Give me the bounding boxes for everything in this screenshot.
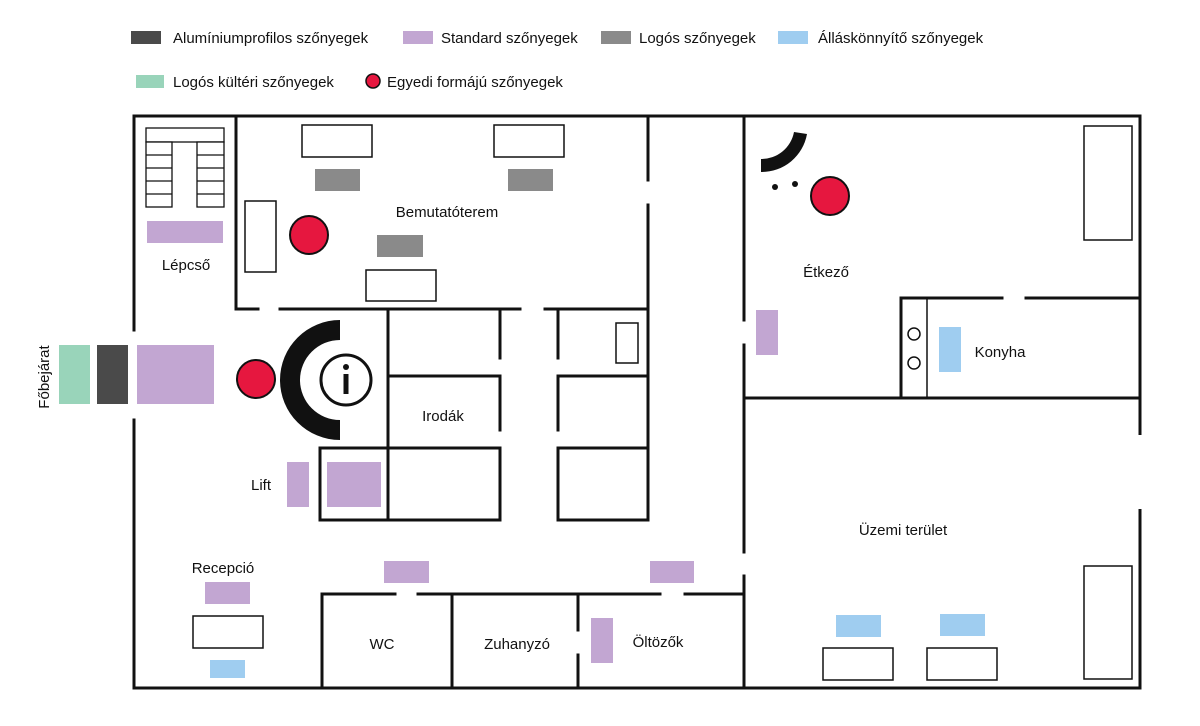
room-label-lift: Lift: [251, 477, 272, 494]
legend-label: Logós szőnyegek: [639, 30, 756, 47]
room-label-reception: Recepció: [192, 560, 255, 577]
room-label-kitchen: Konyha: [975, 344, 1027, 361]
furniture: [192, 124, 1133, 681]
room-label-offices: Irodák: [422, 408, 464, 425]
stove-burner-2: [907, 356, 921, 370]
info-desk-counter: [280, 320, 340, 440]
legend-item-standing: Álláskönnyítő szőnyegek: [778, 30, 984, 47]
legend-item-aluminium: Alumíniumprofilos szőnyegek: [131, 30, 369, 47]
legend-label: Alumíniumprofilos szőnyegek: [173, 30, 369, 47]
showroom-display-left: [244, 200, 277, 273]
room-label-shower: Zuhanyzó: [484, 636, 550, 653]
room-label-plant: Üzemi terület: [859, 521, 948, 539]
legend-item-custom: Egyedi formájú szőnyegek: [365, 73, 563, 91]
standard-mat-dining-door: [756, 310, 778, 355]
room-label-main-entrance: Főbejárat: [36, 344, 53, 408]
standing-mat-kitchen: [939, 327, 961, 372]
room-label-showroom: Bemutatóterem: [396, 204, 499, 221]
standing-mat-reception: [210, 660, 245, 678]
legend-label: Standard szőnyegek: [441, 30, 578, 47]
custom-mat-showroom: [289, 215, 329, 255]
standard-mat-entrance: [137, 345, 214, 404]
showroom-table-2: [493, 124, 565, 158]
standing-mat-workbench-2: [940, 614, 985, 636]
legend-label: Egyedi formájú szőnyegek: [387, 74, 563, 91]
legend-swatch-logo: [601, 31, 631, 44]
legend-swatch-standing: [778, 31, 808, 44]
room-label-locker: Öltözők: [633, 633, 684, 651]
showroom-table-1: [301, 124, 373, 158]
standard-mat-locker-door: [650, 561, 694, 583]
legend-item-logo: Logós szőnyegek: [601, 30, 756, 47]
stove-burner-1: [907, 327, 921, 341]
staircase: [145, 127, 225, 208]
legend-label: Logós kültéri szőnyegek: [173, 74, 334, 91]
room-labels: Lépcső Bemutatóterem Étkező Konyha Irodá…: [36, 204, 1026, 653]
outdoor-mat-entrance: [59, 345, 90, 404]
standard-mat-wc-door: [384, 561, 429, 583]
legend: Alumíniumprofilos szőnyegek Standard sző…: [131, 30, 984, 91]
legend-swatch-standard: [403, 31, 433, 44]
office-cabinet: [615, 322, 639, 364]
legend-swatch-custom: [365, 73, 381, 89]
legend-swatch-aluminium: [131, 31, 161, 44]
bar-stool: [792, 181, 798, 187]
showroom-table-3: [365, 269, 437, 302]
walls: [132, 114, 1143, 690]
workbench-1: [822, 647, 894, 681]
mats-aluminium: [97, 345, 128, 404]
standing-mat-workbench-1: [836, 615, 881, 637]
mats-custom: [236, 176, 850, 399]
info-icon: [319, 353, 373, 407]
standard-mat-lift: [327, 462, 381, 507]
bar-stool: [772, 184, 778, 190]
custom-mat-dining: [810, 176, 850, 216]
mats-logo: [315, 169, 553, 257]
legend-item-outdoor: Logós kültéri szőnyegek: [136, 74, 334, 91]
mats-standing: [210, 327, 985, 678]
mats-standard: [137, 221, 778, 663]
legend-swatch-outdoor: [136, 75, 164, 88]
aluminium-mat-entrance: [97, 345, 128, 404]
dining-bar: [761, 132, 807, 190]
logo-mat-3: [377, 235, 423, 257]
room-label-dining: Étkező: [803, 264, 849, 281]
stair-right: [196, 141, 225, 208]
stair-left: [145, 141, 173, 208]
legend-item-standard: Standard szőnyegek: [403, 30, 578, 47]
standard-mat-stairs: [147, 221, 223, 243]
custom-mat-entrance: [236, 359, 276, 399]
workbench-2: [926, 647, 998, 681]
dining-bar-counter: [761, 132, 807, 173]
standard-mat-lift-side: [287, 462, 309, 507]
logo-mat-1: [315, 169, 360, 191]
room-label-stairs: Lépcső: [162, 257, 210, 274]
stair-top: [145, 127, 225, 143]
standard-mat-locker: [591, 618, 613, 663]
info-desk: [280, 320, 373, 440]
room-label-wc: WC: [370, 636, 395, 653]
logo-mat-2: [508, 169, 553, 191]
standard-mat-reception: [205, 582, 250, 604]
outer-wall: [132, 114, 1142, 690]
bar-stool: [787, 147, 793, 153]
plant-rack: [1083, 565, 1133, 680]
legend-label: Álláskönnyítő szőnyegek: [818, 30, 984, 47]
dining-counter: [1083, 125, 1133, 241]
mats-outdoor: [59, 345, 90, 404]
reception-desk: [192, 615, 264, 649]
